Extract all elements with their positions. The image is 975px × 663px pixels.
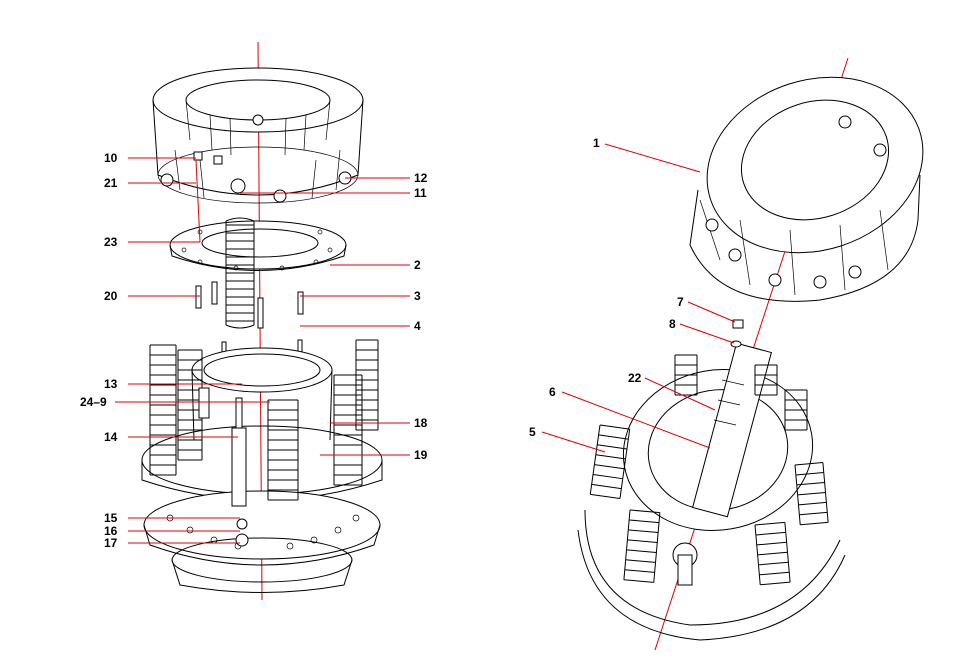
callout-19: 19 [414,448,428,462]
callout-20: 20 [104,289,118,303]
left-exploded-view [141,41,383,601]
callout-16: 16 [104,524,118,538]
callout-13: 13 [104,377,118,391]
callout-24-9: 24–9 [80,395,107,409]
callout-11: 11 [414,186,427,200]
upper-spring [225,217,255,329]
callout-14: 14 [104,430,118,444]
callout-21: 21 [104,176,118,190]
callout-12: 12 [414,171,428,185]
callout-3: 3 [414,289,421,303]
right-assembled-view [577,57,924,651]
coil-springs-left [149,339,379,501]
actuator-rod [198,387,247,507]
coil-springs-right [589,354,829,586]
callout-4: 4 [414,319,421,333]
callout-5: 5 [529,425,536,439]
mounting-plate [169,220,347,271]
right-lower-body [577,342,846,641]
callout-2: 2 [414,258,421,272]
left-callout-leaders [115,157,410,544]
right-callout-leaders [541,143,736,453]
callout-10: 10 [104,151,118,165]
callout-6: 6 [549,385,556,399]
callout-17: 17 [104,536,118,550]
callout-18: 18 [414,416,428,430]
right-top-cover [689,76,924,302]
callout-8: 8 [669,317,676,331]
callout-23: 23 [104,235,118,249]
left-callout-labels: 10 21 12 11 23 2 20 3 4 13 24–9 18 14 19… [80,151,428,550]
callout-15: 15 [104,511,118,525]
right-callout-labels: 1 7 8 22 6 5 [529,136,684,439]
callout-7: 7 [677,295,684,309]
callout-22: 22 [628,371,642,385]
callout-1: 1 [593,136,600,150]
